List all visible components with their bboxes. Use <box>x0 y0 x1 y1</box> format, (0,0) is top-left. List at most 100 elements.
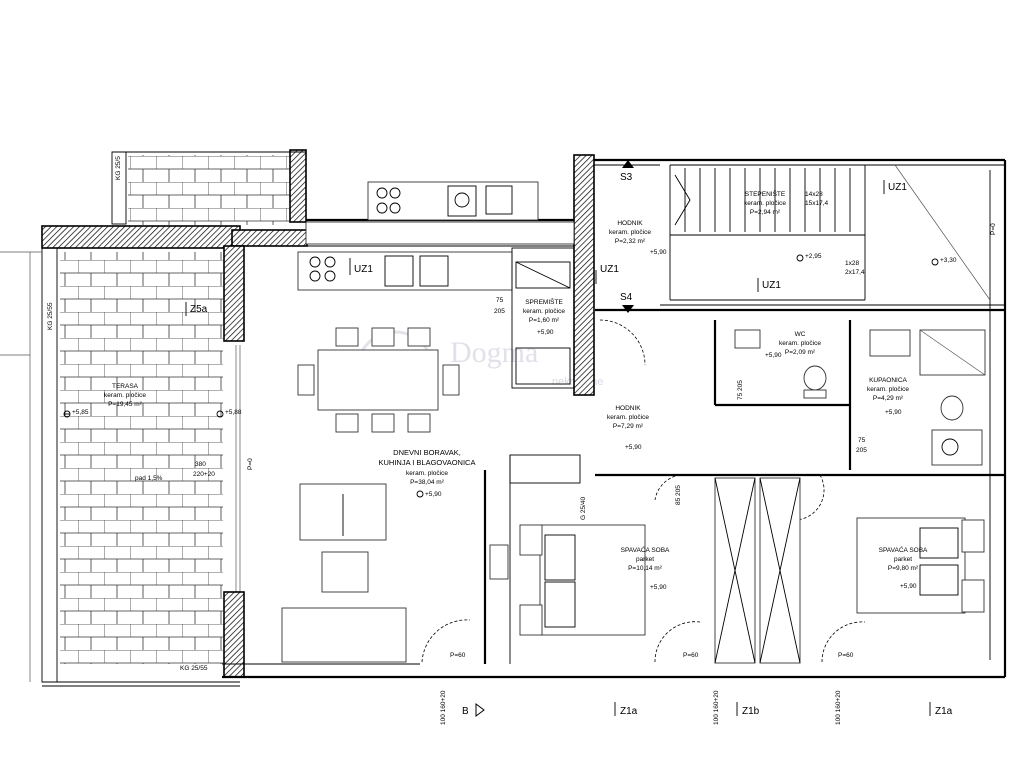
dim-p60-c: P=60 <box>838 652 854 659</box>
wc-level: +5,90 <box>765 352 782 359</box>
bed2-finish: parket <box>894 556 912 563</box>
hall-top-area: P=2,32 m² <box>615 238 646 245</box>
uz1-kitchen: UZ1 <box>354 264 373 275</box>
bath-name: KUPAONICA <box>869 377 907 384</box>
bed2-name: SPAVAĆA SOBA <box>879 545 928 554</box>
dining-table <box>297 327 460 433</box>
z1a-right-tag: Z1a <box>935 706 953 717</box>
bed1-name: SPAVAĆA SOBA <box>621 545 670 554</box>
dim-p60-a: P=60 <box>450 652 466 659</box>
terrace-area: P=19,45 m² <box>108 401 143 408</box>
z1b-tag: Z1b <box>742 706 760 717</box>
bed1-level: +5,90 <box>650 584 667 591</box>
stairs-steps1: 14x28 <box>805 191 823 198</box>
hall-mid-finish: keram. pločice <box>607 414 649 421</box>
dim-205: 205 <box>494 308 505 315</box>
storage-level: +5,90 <box>537 329 554 336</box>
living-name1: DNEVNI BORAVAK, <box>393 448 461 457</box>
stairs-level1: +2,95 <box>805 253 822 260</box>
dim-p0-a: P=0 <box>247 458 254 470</box>
storage-name: SPREMIŠTE <box>525 297 563 306</box>
dim-100-160-b: 100 160+20 <box>713 690 720 725</box>
main-walls <box>41 154 1007 679</box>
watermark-brand: Dogma <box>450 336 538 369</box>
dim-100-160-a: 100 160+20 <box>440 690 447 725</box>
living-name2: KUHINJA I BLAGOVAONICA <box>379 458 476 467</box>
stairs-steps2: 1x28 <box>845 260 859 267</box>
stairs: STEPENIŠTE keram. pločice P=2,94 m² 14x2… <box>674 164 997 301</box>
wc-finish: keram. pločice <box>779 340 821 347</box>
kitchen: UZ1 <box>297 181 575 291</box>
stairs-steps2b: 2x17,4 <box>845 269 865 276</box>
uz1-hall: UZ1 <box>600 264 619 275</box>
storage-area: P=1,60 m² <box>529 317 560 324</box>
level-marker-icon <box>63 410 71 418</box>
left-rail <box>0 251 42 682</box>
dim-380: 380 <box>195 461 206 468</box>
dim-p60-b: P=60 <box>683 652 699 659</box>
stairs-level2: +3,30 <box>940 257 957 264</box>
storage-finish: keram. pločice <box>523 308 565 315</box>
z5a-tag: Z5a <box>190 304 208 315</box>
hall-top-name: HODNIK <box>617 220 643 227</box>
stairs-steps1b: 15x17,4 <box>805 200 829 207</box>
level-marker-icon <box>931 258 939 266</box>
dim-85-205-a: 85 205 <box>675 485 682 505</box>
bedroom-2: SPAVAĆA SOBA parket P=9,80 m² +5,90 P=60 <box>821 517 985 663</box>
stairs-finish: keram. pločice <box>744 200 786 207</box>
storage: SPREMIŠTE keram. pločice P=1,60 m² +5,90… <box>494 247 575 389</box>
hall-mid-level: +5,90 <box>625 444 642 451</box>
section-arrow-icon <box>475 703 485 717</box>
dim-205-c: 205 <box>856 447 867 454</box>
kg-top-label: KG 25/5 <box>115 156 122 180</box>
terrace-name: TERASA <box>112 383 139 390</box>
bottom-tags: 100 160+20 B Z1a 100 160+20 Z1b 100 160+… <box>440 690 953 725</box>
kg-bottom-label: KG 25/55 <box>180 665 208 672</box>
dim-p0-b: P=0 <box>990 223 997 235</box>
living-level: +5,90 <box>425 491 442 498</box>
s3-tag: S3 <box>620 172 633 183</box>
dim-25-40: G 25/40 <box>580 496 587 520</box>
bath-level: +5,90 <box>885 409 902 416</box>
section-arrow-icon <box>622 160 634 168</box>
terrace-level: +5,85 <box>72 409 89 416</box>
bed2-area: P=9,80 m² <box>888 565 919 572</box>
kg-left-label: KG 25/55 <box>47 302 54 330</box>
bed1-finish: parket <box>636 556 654 563</box>
terrace-slope: pad 1,5% <box>135 475 163 482</box>
z1a-left-tag: Z1a <box>620 706 638 717</box>
level-marker-icon <box>416 490 424 498</box>
terrace: KG 25/55 KG 25/55 TERASA keram. pločice … <box>41 231 254 687</box>
bed1-area: P=10,14 m² <box>628 565 663 572</box>
living-finish: keram. pločice <box>406 470 448 477</box>
uz1-top: UZ1 <box>888 182 907 193</box>
stairs-area: P=2,94 m² <box>750 209 781 216</box>
b-tag: B <box>462 706 469 717</box>
wardrobes: P=60 <box>654 477 801 664</box>
hall-mid-area: P=7,29 m² <box>613 423 644 430</box>
dim-75: 75 <box>496 297 504 304</box>
terrace-level-2: +5,88 <box>225 409 242 416</box>
hall-mid-name: HODNIK <box>615 405 641 412</box>
hall-top-level: +5,90 <box>650 249 667 256</box>
top-balcony: KG 25/5 <box>111 149 307 225</box>
level-marker-icon <box>216 410 224 418</box>
living-labels: DNEVNI BORAVAK, KUHINJA I BLAGOVAONICA k… <box>185 302 476 498</box>
dim-75-c: 75 <box>858 437 866 444</box>
s4-tag: S4 <box>620 292 633 303</box>
dim-100-160-c: 100 160+20 <box>835 690 842 725</box>
level-marker-icon <box>796 254 804 262</box>
bedroom-1: SPAVAĆA SOBA parket P=10,14 m² +5,90 G 2… <box>421 496 670 663</box>
bath-finish: keram. pločice <box>867 386 909 393</box>
bath-area: P=4,29 m² <box>873 395 904 402</box>
wc-name: WC <box>795 331 806 338</box>
sofa <box>281 483 407 663</box>
stairs-name: STEPENIŠTE <box>745 189 786 198</box>
hall-top: HODNIK keram. pločice P=2,32 m² +5,90 S3… <box>349 160 907 313</box>
living-area: P=38,04 m² <box>410 479 445 486</box>
terrace-finish: keram. pločice <box>104 392 146 399</box>
bed2-level: +5,90 <box>900 583 917 590</box>
bathroom: KUPAONICA keram. pločice P=4,29 m² +5,90… <box>856 329 986 466</box>
uz1-stairs: UZ1 <box>762 280 781 291</box>
